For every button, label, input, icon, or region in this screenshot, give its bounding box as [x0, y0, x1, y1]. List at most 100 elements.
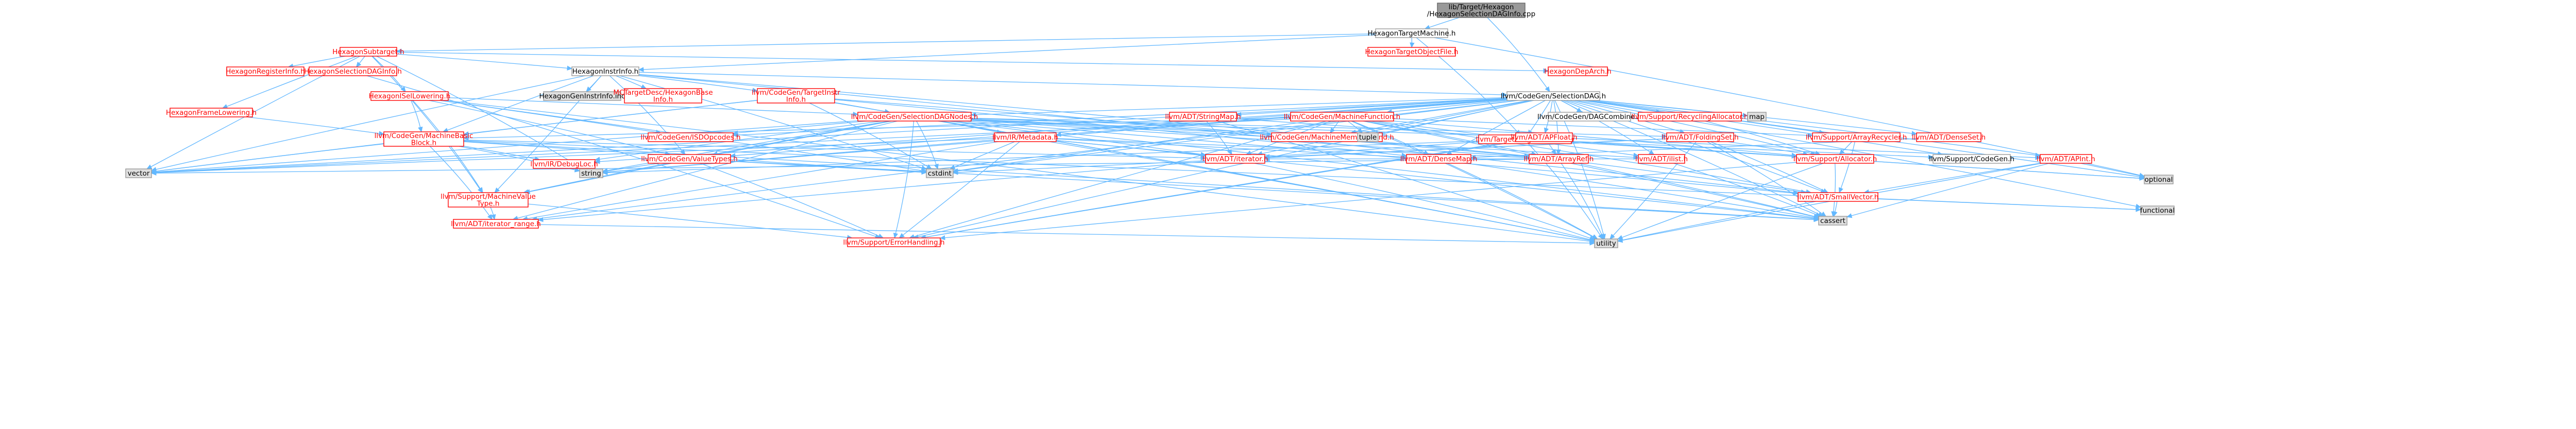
node-hgeninc: HexagonGenInstrInfo.inc [539, 91, 625, 101]
node-label: llvm/ADT/SmallVector.h [1798, 193, 1879, 201]
node-label: tuple [1359, 133, 1377, 142]
node-allocator[interactable]: llvm/Support/Allocator.h [1793, 154, 1877, 164]
edge-hframelow-to-mbb [246, 116, 384, 134]
node-stringmap[interactable]: llvm/ADT/StringMap.h [1165, 112, 1241, 122]
node-hst[interactable]: HexagonSubtarget.h [332, 47, 404, 57]
node-tuple: tuple [1357, 132, 1379, 142]
edge-sdag-to-ttm [1528, 100, 1551, 135]
edge-mfunc-to-utility [1351, 121, 1597, 239]
edge-smallvec-to-utility [1618, 201, 1817, 241]
node-debugloc[interactable]: llvm/IR/DebugLoc.h [530, 159, 598, 169]
node-label: utility [1596, 239, 1616, 248]
edge-sdag-to-supcodegen [1582, 100, 1943, 155]
node-optional: optional [2144, 175, 2174, 184]
edge-sdag-to-sdnodes [971, 97, 1507, 115]
edge-hii-to-mctdesc [615, 75, 646, 89]
edge-ttm-to-supcodegen [1571, 141, 1933, 157]
node-apint[interactable]: llvm/ADT/APInt.h [2037, 154, 2095, 164]
node-sdnodes[interactable]: llvm/CodeGen/SelectionDAGNodes.h [851, 112, 978, 122]
node-hframelow[interactable]: HexagonFrameLowering.h [166, 108, 257, 117]
node-label: llvm/ADT/DenseSet.h [1912, 133, 1986, 142]
edge-mfunc-to-allocator [1393, 121, 1797, 156]
node-foldset[interactable]: llvm/ADT/FoldingSet.h [1662, 132, 1739, 142]
edge-foldset-to-utility [1610, 141, 1697, 239]
node-label: llvm/ADT/APInt.h [2037, 155, 2095, 163]
node-iterator[interactable]: llvm/ADT/iterator.h [1202, 154, 1268, 164]
edge-root-to-sdag [1487, 17, 1550, 92]
node-densemap[interactable]: llvm/ADT/DenseMap.h [1400, 154, 1478, 164]
node-label: llvm/ADT/StringMap.h [1165, 113, 1241, 121]
edge-hst-to-hdeparch [396, 52, 1548, 71]
node-root[interactable]: lib/Target/Hexagon/HexagonSelectionDAGIn… [1427, 3, 1535, 19]
node-errh[interactable]: llvm/Support/ErrorHandling.h [843, 237, 945, 247]
node-label: cstdint [928, 169, 952, 178]
node-label: llvm/Support/RecyclingAllocator.h [1631, 113, 1748, 121]
node-label: llvm/Support/Allocator.h [1793, 155, 1877, 163]
edge-sdnodes-to-cstdint [916, 121, 938, 169]
node-label: llvm/CodeGen/DAGCombine.h [1537, 113, 1641, 121]
edge-apint-to-smallvec [1864, 163, 2041, 193]
node-label: llvm/ADT/iterator.h [1202, 155, 1268, 163]
edge-mfunc-to-smallvec [1369, 121, 1811, 193]
node-label: llvm/Support/MachineValue [440, 193, 536, 201]
edge-mbb-to-irange [429, 146, 492, 219]
node-irange[interactable]: llvm/ADT/iterator_range.h [451, 219, 541, 229]
node-isdop[interactable]: llvm/CodeGen/ISDOpcodes.h [640, 132, 741, 142]
edge-metadata-to-errh [900, 141, 1020, 238]
edge-foldset-to-cassert [1707, 141, 1826, 216]
node-label: vector [128, 169, 150, 178]
node-vector: vector [125, 168, 152, 178]
edge-sdnodes-to-string [603, 121, 890, 171]
node-hdeparch[interactable]: HexagonDepArch.h [1544, 66, 1612, 76]
edge-mvt-to-irange [490, 207, 495, 219]
edge-metadata-to-cassert [1056, 140, 1819, 219]
edge-ilist-to-cassert [1673, 163, 1821, 216]
node-denseset[interactable]: llvm/ADT/DenseSet.h [1912, 132, 1986, 142]
node-mfunc[interactable]: llvm/CodeGen/MachineFunction.h [1284, 112, 1400, 122]
node-label: functional [2140, 207, 2175, 215]
node-label: llvm/ADT/FoldingSet.h [1662, 133, 1738, 142]
node-label: HexagonSubtarget.h [332, 48, 404, 56]
node-cassert: cassert [1818, 216, 1848, 226]
edge-hst-to-hframelow [223, 56, 358, 108]
node-htof[interactable]: HexagonTargetObjectFile.h [1365, 47, 1459, 57]
node-hisellow[interactable]: HexagonISelLowering.h [369, 91, 451, 101]
node-cgvt[interactable]: llvm/CodeGen/ValueTypes.h [641, 154, 738, 164]
node-metadata[interactable]: llvm/IR/Metadata.h [992, 132, 1058, 142]
node-hsdinfo[interactable]: HexagonSelectionDAGInfo.h [304, 66, 402, 76]
node-hii: HexagonInstrInfo.h [571, 66, 639, 76]
node-label: HexagonRegisterInfo.h [226, 67, 305, 76]
node-map: map [1747, 112, 1767, 122]
edge-metadata-to-cstdint [950, 141, 1015, 169]
edge-arecycler-to-allocator [1839, 141, 1853, 155]
node-label: HexagonTargetMachine.h [1368, 29, 1456, 38]
edge-hisellow-to-isdop [439, 100, 661, 133]
edge-iterator-to-irange [538, 161, 1206, 220]
node-label: llvm/CodeGen/SelectionDAGNodes.h [851, 113, 978, 121]
node-arrayref[interactable]: llvm/ADT/ArrayRef.h [1524, 154, 1594, 164]
node-label: map [1749, 113, 1765, 121]
edge-cgvt-to-errh [700, 163, 883, 238]
node-apfloat[interactable]: llvm/ADT/APFloat.h [1511, 132, 1578, 142]
node-label: Info.h [653, 95, 673, 104]
edge-mfunc-to-arrayref [1364, 121, 1536, 155]
node-arecycler[interactable]: llvm/Support/ArrayRecycler.h [1806, 132, 1907, 142]
node-recycalloc[interactable]: llvm/Support/RecyclingAllocator.h [1631, 112, 1749, 122]
node-label: HexagonFrameLowering.h [166, 109, 257, 117]
node-sdag: llvm/CodeGen/SelectionDAG.h [1501, 91, 1606, 101]
node-label: llvm/IR/DebugLoc.h [530, 160, 598, 168]
edge-hisellow-to-cgvt [429, 100, 670, 155]
edge-hii-to-arrayref [638, 74, 1529, 157]
edge-mfunc-to-cassert [1362, 121, 1819, 218]
node-ilist[interactable]: llvm/ADT/ilist.h [1635, 154, 1688, 164]
node-label: llvm/CodeGen/ISDOpcodes.h [640, 133, 740, 142]
node-hrinfo[interactable]: HexagonRegisterInfo.h [226, 66, 305, 76]
edge-hii-to-cgvt [609, 75, 685, 155]
node-smallvec[interactable]: llvm/ADT/SmallVector.h [1798, 192, 1879, 202]
node-label: HexagonTargetObjectFile.h [1365, 48, 1458, 56]
